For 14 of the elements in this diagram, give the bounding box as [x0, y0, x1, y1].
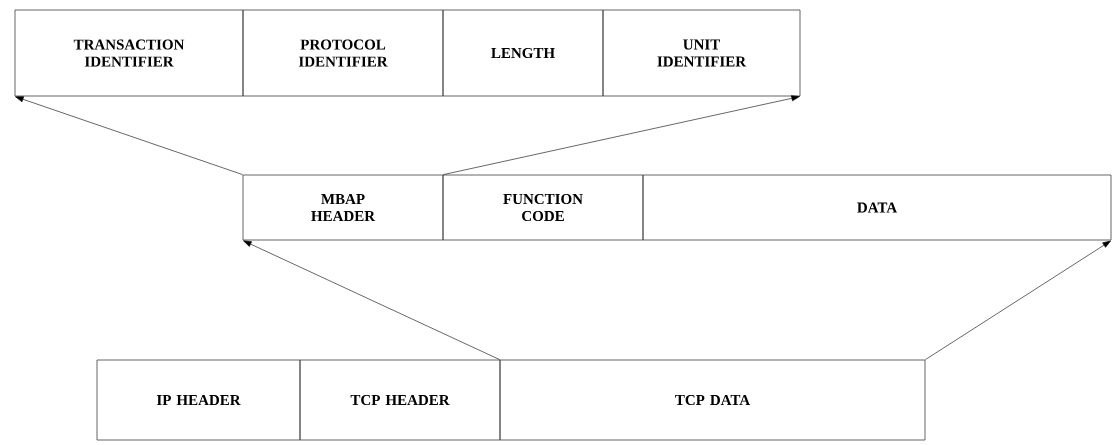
field-box: MBAP HEADER	[242, 174, 444, 241]
field-box: UNIT IDENTIFIER	[602, 9, 801, 97]
field-box: IP HEADER	[96, 359, 301, 441]
field-box: DATA	[642, 174, 1112, 241]
field-box: PROTOCOL IDENTIFIER	[242, 9, 444, 97]
field-box: TRANSACTION IDENTIFIER	[14, 9, 244, 97]
arrow	[443, 95, 800, 175]
arrow	[925, 240, 1111, 360]
arrow	[15, 96, 243, 175]
field-box: TCP DATA	[499, 359, 926, 441]
field-box: TCP HEADER	[299, 359, 501, 441]
arrow	[243, 240, 500, 360]
field-box: LENGTH	[442, 9, 604, 97]
field-box: FUNCTION CODE	[442, 174, 644, 241]
